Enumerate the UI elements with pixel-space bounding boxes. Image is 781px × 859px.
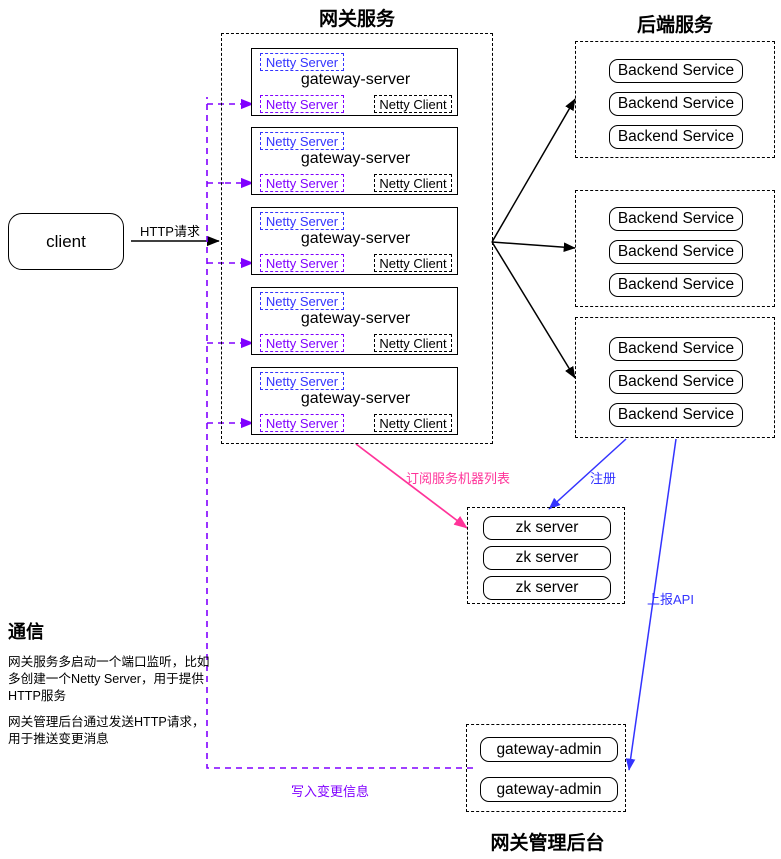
backend-service-item[interactable]: Backend Service xyxy=(609,125,743,149)
edge-label-subscribe: 订阅服务机器列表 xyxy=(406,471,511,486)
backend-group-container: Backend Service Backend Service Backend … xyxy=(575,190,775,307)
gateway-server-card[interactable]: Netty Server gateway-server Netty Server… xyxy=(251,48,458,116)
backend-service-item[interactable]: Backend Service xyxy=(609,207,743,231)
backend-service-item[interactable]: Backend Service xyxy=(609,59,743,83)
backend-service-item[interactable]: Backend Service xyxy=(609,240,743,264)
section-title-gateway: 网关服务 xyxy=(318,9,395,30)
netty-client-tag: Netty Client xyxy=(374,334,452,352)
gateway-admin-item[interactable]: gateway-admin xyxy=(480,777,618,802)
gateway-admin-container: gateway-admin gateway-admin xyxy=(466,724,626,812)
backend-group-container: Backend Service Backend Service Backend … xyxy=(575,41,775,158)
edge-label-report-api: 上报API xyxy=(647,592,694,607)
notes-title: 通信 xyxy=(8,622,44,642)
zk-server-item[interactable]: zk server xyxy=(483,516,611,540)
notes-paragraph-1: 网关服务多启动一个端口监听，比如多创建一个Netty Server，用于提供HT… xyxy=(8,655,210,703)
gateway-server-title: gateway-server xyxy=(300,390,411,407)
netty-server-tag-bottom: Netty Server xyxy=(260,334,344,352)
notes-paragraph-2: 网关管理后台通过发送HTTP请求，用于推送变更消息 xyxy=(8,715,205,746)
gateway-server-title: gateway-server xyxy=(300,310,411,327)
zk-server-item[interactable]: zk server xyxy=(483,546,611,570)
netty-server-tag-bottom: Netty Server xyxy=(260,414,344,432)
section-title-admin: 网关管理后台 xyxy=(490,833,605,854)
netty-server-tag-top: Netty Server xyxy=(260,53,344,71)
edge-label-http-request: HTTP请求 xyxy=(140,224,200,239)
netty-client-tag: Netty Client xyxy=(374,95,452,113)
arrow-gateway-to-backend-2 xyxy=(491,241,576,252)
netty-server-tag-bottom: Netty Server xyxy=(260,174,344,192)
gateway-server-card[interactable]: Netty Server gateway-server Netty Server… xyxy=(251,367,458,435)
backend-service-item[interactable]: Backend Service xyxy=(609,337,743,361)
edge-label-register: 注册 xyxy=(590,471,617,486)
client-label: client xyxy=(46,231,86,251)
gateway-server-title: gateway-server xyxy=(300,230,411,247)
backend-group-container: Backend Service Backend Service Backend … xyxy=(575,317,775,438)
edge-label-write-change: 写入变更信息 xyxy=(291,784,370,799)
arrow-gateway-to-backend-3 xyxy=(491,241,576,379)
gateway-server-title: gateway-server xyxy=(300,150,411,167)
zk-server-item[interactable]: zk server xyxy=(483,576,611,600)
backend-service-item[interactable]: Backend Service xyxy=(609,273,743,297)
backend-service-item[interactable]: Backend Service xyxy=(609,403,743,427)
netty-server-tag-top: Netty Server xyxy=(260,372,344,390)
gateway-server-title: gateway-server xyxy=(300,71,411,88)
netty-server-tag-top: Netty Server xyxy=(260,132,344,150)
gateway-admin-item[interactable]: gateway-admin xyxy=(480,737,618,762)
backend-service-item[interactable]: Backend Service xyxy=(609,370,743,394)
netty-server-tag-bottom: Netty Server xyxy=(260,254,344,272)
netty-client-tag: Netty Client xyxy=(374,414,452,432)
gateway-server-card[interactable]: Netty Server gateway-server Netty Server… xyxy=(251,207,458,275)
netty-client-tag: Netty Client xyxy=(374,254,452,272)
gateway-server-card[interactable]: Netty Server gateway-server Netty Server… xyxy=(251,287,458,355)
gateway-server-card[interactable]: Netty Server gateway-server Netty Server… xyxy=(251,127,458,195)
client-box[interactable]: client xyxy=(8,213,124,270)
arrow-gateway-to-backend-1 xyxy=(491,98,576,243)
netty-server-tag-top: Netty Server xyxy=(260,212,344,230)
section-title-backend: 后端服务 xyxy=(636,15,713,36)
gateway-service-container xyxy=(221,33,493,444)
zookeeper-container: zk server zk server zk server xyxy=(467,507,625,604)
netty-server-tag-bottom: Netty Server xyxy=(260,95,344,113)
backend-service-item[interactable]: Backend Service xyxy=(609,92,743,116)
netty-client-tag: Netty Client xyxy=(374,174,452,192)
netty-server-tag-top: Netty Server xyxy=(260,292,344,310)
